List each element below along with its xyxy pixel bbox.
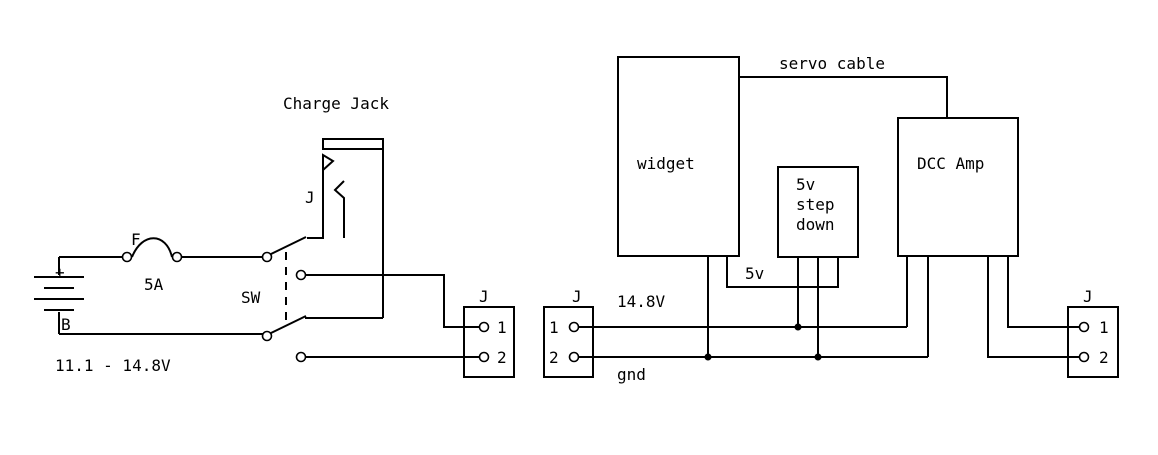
rail-ground-label: gnd	[617, 365, 646, 384]
charge-jack-label: Charge Jack	[283, 94, 389, 113]
connector-left-j-label: J	[479, 287, 489, 306]
battery-plus-label: +	[55, 263, 65, 282]
battery-voltage-label: 11.1 - 14.8V	[55, 356, 171, 375]
servo-cable-label: servo cable	[779, 54, 885, 73]
five-volt-label: 5v	[745, 264, 764, 283]
step-down-line3: down	[796, 215, 835, 234]
connector-left-pin1-label: 1	[497, 318, 507, 337]
fuse-f-label: F	[131, 230, 141, 249]
switch-symbol	[261, 236, 307, 363]
connector-middle-pin2-label: 2	[549, 348, 559, 367]
rail-voltage-label: 14.8V	[617, 292, 666, 311]
battery-symbol	[34, 257, 84, 334]
connector-right	[1067, 306, 1119, 378]
load-circuit: J 1 2 14.8V gnd widget servo cable DCC A…	[543, 54, 1119, 384]
jack-j-label: J	[305, 188, 315, 207]
widget-5v-wire	[726, 256, 839, 288]
dcc-amp-output1-wire	[1007, 256, 1080, 328]
power-circuit: + B 11.1 - 14.8V F 5A SW	[34, 94, 515, 378]
connector-right-pin2-label: 2	[1099, 348, 1109, 367]
connector-middle-j-label: J	[572, 287, 582, 306]
switch-sw-label: SW	[241, 288, 261, 307]
widget-label: widget	[637, 154, 695, 173]
junction-dot	[794, 323, 802, 331]
dcc-amp-box	[897, 117, 1019, 257]
fuse-rating-label: 5A	[144, 275, 164, 294]
connector-right-pin1-label: 1	[1099, 318, 1109, 337]
step-down-line2: step	[796, 195, 835, 214]
junction-dot	[814, 353, 822, 361]
servo-cable-wire	[739, 76, 948, 118]
dcc-amp-output2-wire	[987, 256, 1080, 358]
step-down-line1: 5v	[796, 175, 815, 194]
dcc-amp-label: DCC Amp	[917, 154, 984, 173]
connector-left-pin2-label: 2	[497, 348, 507, 367]
junction-dot	[704, 353, 712, 361]
fuse-symbol	[121, 237, 183, 263]
connector-right-j-label: J	[1083, 287, 1093, 306]
battery-b-label: B	[61, 315, 71, 334]
widget-box	[617, 56, 740, 257]
charge-jack-symbol	[307, 138, 384, 318]
connector-middle-pin1-label: 1	[549, 318, 559, 337]
switch-to-connector-pin1-wire	[305, 274, 480, 328]
connector-left	[463, 306, 515, 378]
